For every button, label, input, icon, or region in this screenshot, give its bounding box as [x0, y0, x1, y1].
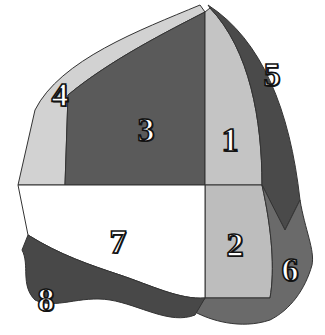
region-6	[195, 185, 313, 324]
region-3	[65, 12, 205, 185]
callout-number: 3	[138, 113, 155, 147]
callout-number: 4	[52, 78, 69, 112]
region-2	[205, 185, 272, 298]
callout-number: 8	[38, 283, 55, 317]
callout-number: 1	[222, 123, 239, 157]
callout-number: 2	[227, 228, 244, 262]
callout-number: 5	[264, 58, 281, 92]
callout-number: 7	[110, 225, 127, 259]
callout-number: 6	[282, 253, 299, 287]
region-4	[18, 5, 205, 185]
